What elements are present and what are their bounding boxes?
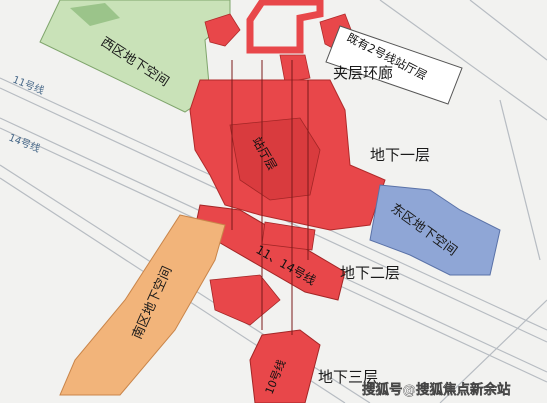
b1-inner-detail <box>229 117 321 201</box>
line-14-label: 14号线 <box>7 131 42 155</box>
level-b2-label: 地下二层 <box>340 264 400 282</box>
south-zone-shape <box>59 214 226 396</box>
east-zone-shape <box>369 184 501 276</box>
existing-hall-box <box>325 25 463 105</box>
b2-lower-block <box>209 274 281 326</box>
mezzanine-label: 夹层环廊 <box>333 64 393 82</box>
level-b3-label: 地下三层 <box>318 368 378 386</box>
vertical-connectors <box>231 60 309 335</box>
line-11-label: 11号线 <box>11 73 46 97</box>
west-zone-shape <box>39 0 231 113</box>
west-zone-dark <box>70 3 120 26</box>
watermark-text: 搜狐号@搜狐焦点新余站 <box>362 381 511 398</box>
b3-line10-block <box>249 329 321 403</box>
level-b1-label: 地下一层 <box>370 146 430 164</box>
b2-platform-small <box>261 221 316 251</box>
